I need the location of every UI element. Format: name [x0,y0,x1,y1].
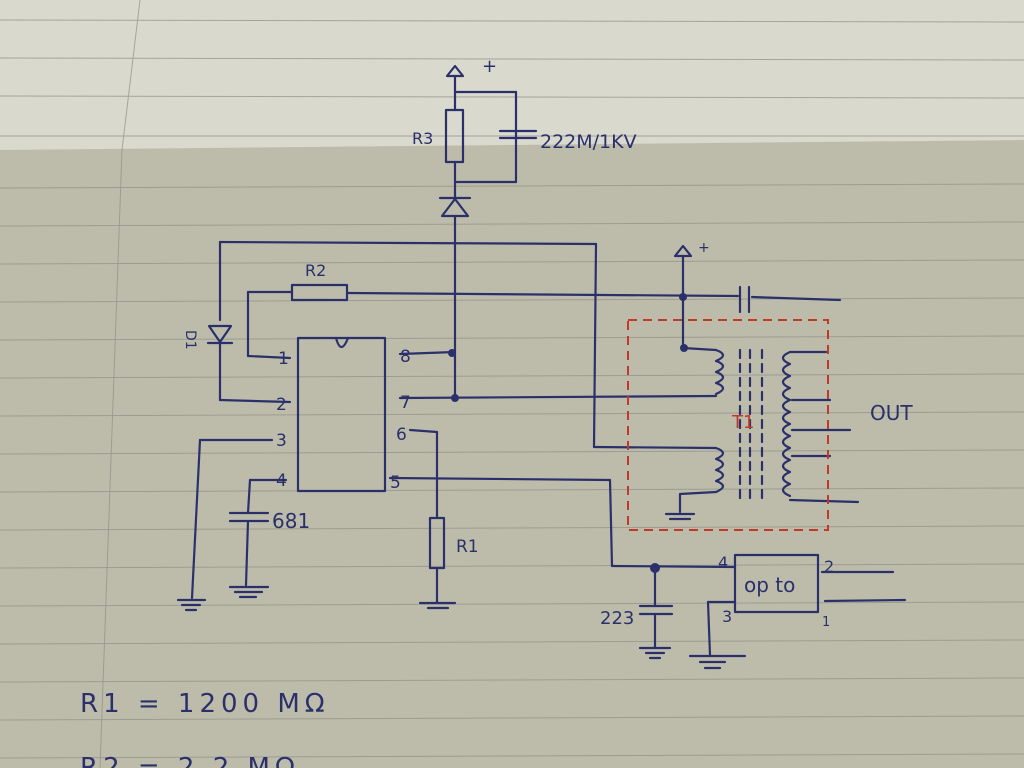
cap-top-label: 222M/1KV [540,131,637,153]
cap-223-label: 223 [600,608,634,629]
ic-pin-3: 3 [276,431,287,451]
cap-681-label: 681 [272,509,310,533]
note-r1: R1 = 1200 MΩ [80,689,330,719]
opto-pins: 4 3 2 1 [718,553,834,630]
ic-pin-7: 7 [400,393,411,413]
opto-pin-1: 1 [822,615,830,630]
r1-label: R1 [456,537,479,557]
r3-label: R3 [412,129,433,148]
opto-pin-4: 4 [718,553,728,572]
supply-plus-top: + [482,56,497,77]
junction-dot [448,349,456,357]
transformer-label: T1 [731,412,754,433]
junction-dot [650,563,660,573]
r2-label: R2 [305,261,326,280]
transformer-box [627,319,829,531]
paper-top [0,0,1024,150]
ic-pin-6: 6 [396,425,407,445]
ic-pin-4: 4 [276,471,287,491]
main-wiring [176,240,842,612]
r3-network [438,64,538,402]
opto-section [638,553,907,670]
opto-label: op to [744,573,795,597]
ic-pins: 1 2 3 4 8 7 6 5 [276,347,411,493]
note-r2: R2 = 2.2 MΩ [80,753,300,768]
d1-label: D1 [182,330,198,350]
supply-plus-transformer: + [698,240,710,256]
ic-pin-8: 8 [400,347,411,367]
ic-pin-5: 5 [390,473,401,493]
opto-pin-3: 3 [722,607,732,626]
junction-dot [451,394,459,402]
opto-pin-2: 2 [824,557,834,576]
junction-dot [679,293,687,301]
paper-bottom [0,140,1024,768]
ic-pin-2: 2 [276,395,287,415]
ic-pin-1: 1 [278,349,289,369]
transformer [664,244,860,521]
out-label: OUT [870,401,913,425]
junction-dot [680,344,688,352]
